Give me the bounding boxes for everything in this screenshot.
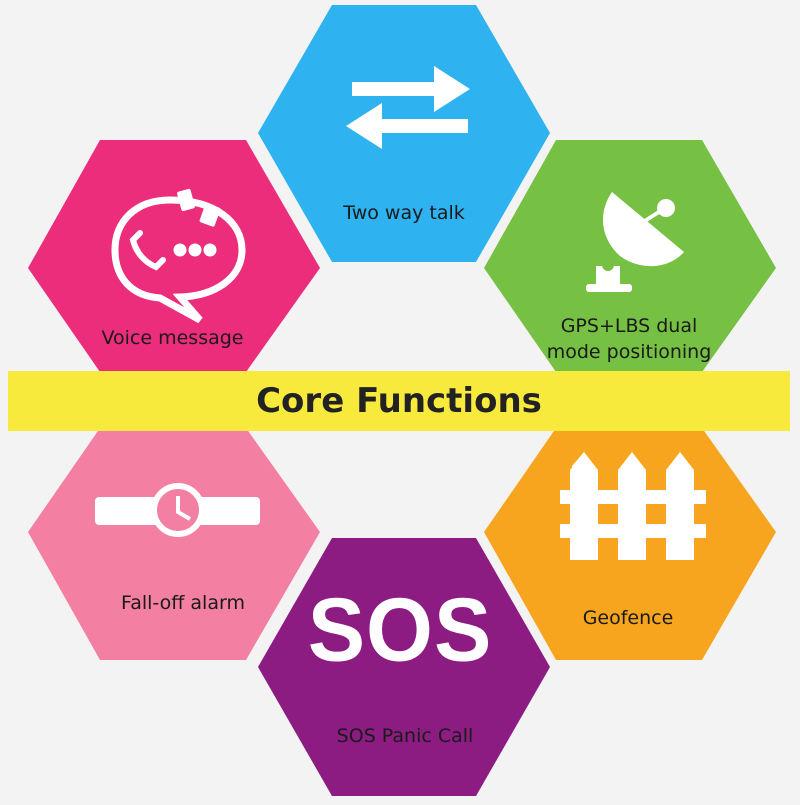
hex-fall-off-alarm	[28, 428, 320, 660]
label-gps-line2: mode positioning	[546, 341, 712, 363]
label-gps-line1: GPS+LBS dual	[560, 315, 698, 337]
hex-voice-message	[28, 140, 320, 372]
label-two-way-talk: Two way talk	[343, 202, 465, 224]
satellite-dish-icon	[586, 192, 684, 292]
sos-big-text: SOS	[307, 579, 493, 681]
banner-title: Core Functions	[256, 381, 542, 421]
hex-two-way-talk	[258, 5, 550, 262]
watch-icon	[95, 483, 260, 537]
label-voice-message: Voice message	[101, 327, 244, 349]
label-geofence: Geofence	[582, 607, 674, 629]
label-sos-panic-call: SOS Panic Call	[336, 725, 474, 747]
hex-sos-panic-call	[258, 538, 550, 796]
swap-arrows-icon	[346, 66, 470, 149]
chat-phone-icon	[111, 188, 246, 324]
label-fall-off-alarm: Fall-off alarm	[121, 592, 245, 614]
fence-icon	[560, 452, 706, 560]
core-functions-banner: Core Functions	[8, 371, 790, 431]
